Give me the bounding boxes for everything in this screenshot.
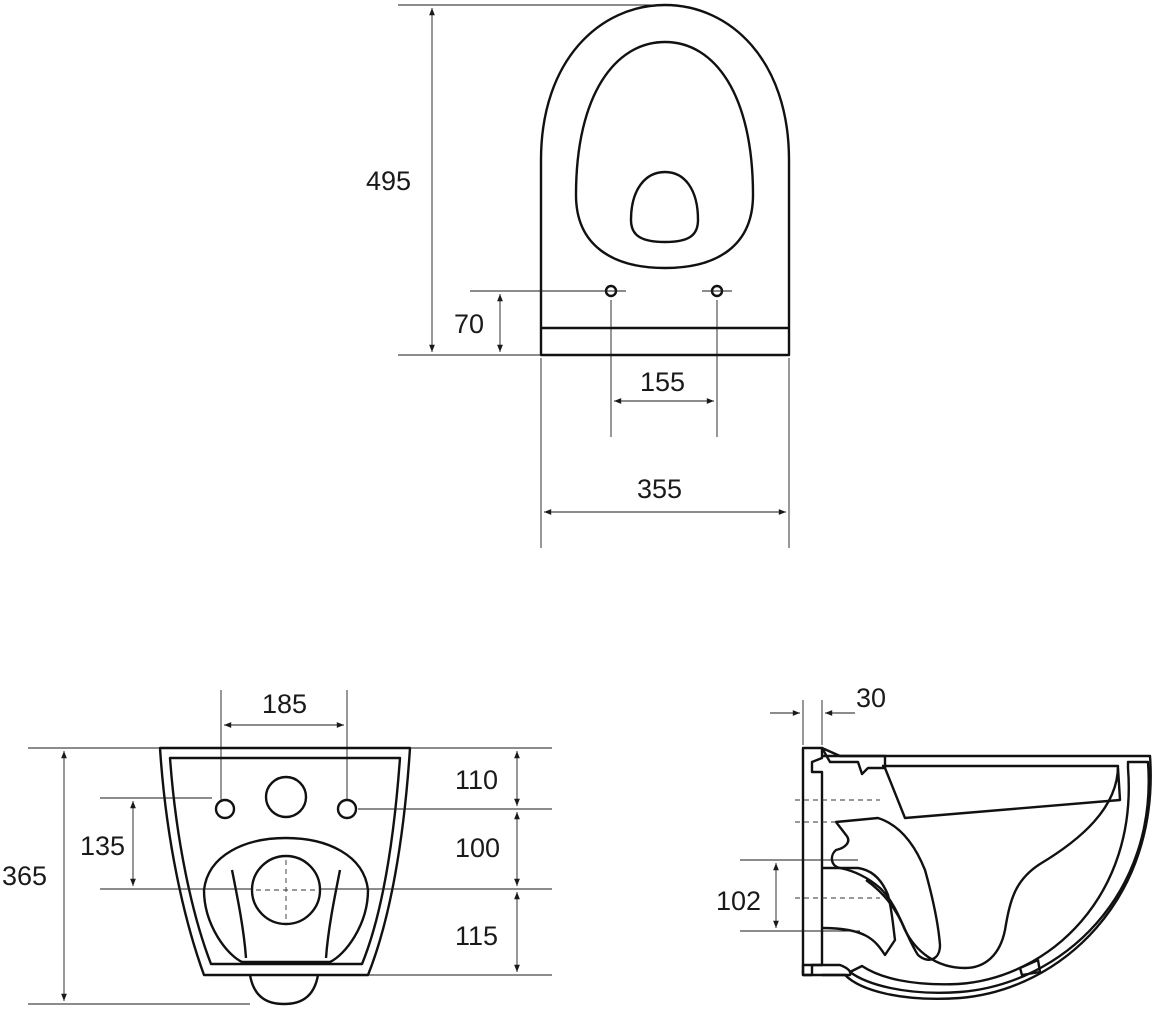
dim-length-label: 495 <box>366 166 411 196</box>
bowl-inner-surface <box>865 764 1120 970</box>
rim-section-rear <box>820 746 887 776</box>
drain-opening <box>629 170 700 244</box>
outlet-spigot <box>248 974 320 1006</box>
outlet-opening <box>250 854 322 926</box>
dim-total-height-label: 365 <box>2 861 47 891</box>
inlet-opening <box>264 775 308 819</box>
dim-wall-thickness-label: 30 <box>856 683 886 713</box>
back-inner-outline <box>168 756 402 966</box>
outlet-collar <box>202 836 370 964</box>
dim-segment-middle-label: 100 <box>455 833 500 863</box>
bowl-outer-shell <box>822 754 1152 1000</box>
bowl-inner-outline <box>574 40 755 270</box>
front-foot-section <box>1018 958 1042 977</box>
dim-top-holes-label: 185 <box>262 689 307 719</box>
side-section: 30 102 <box>716 683 1152 1000</box>
back-outer-outline <box>158 746 412 977</box>
dim-segment-bottom-label: 115 <box>455 921 498 951</box>
dim-outlet-height-label: 102 <box>716 886 761 916</box>
dim-segment-top-label: 110 <box>455 765 498 795</box>
dim-hole-offset-label: 70 <box>454 309 484 339</box>
bottom-foot-section <box>801 963 852 977</box>
rear-wall-section <box>801 746 824 977</box>
dim-width-label: 355 <box>637 474 682 504</box>
dim-hole-spacing-label: 155 <box>640 367 685 397</box>
bowl-shell-section <box>848 760 1150 994</box>
dim-hole-outlet-label: 135 <box>80 831 125 861</box>
fixing-hole-right <box>336 798 358 820</box>
bowl-outer-outline <box>539 3 791 357</box>
trap-section <box>830 816 942 961</box>
top-view: 495 70 155 355 <box>366 3 791 548</box>
outlet-chamber <box>821 866 897 957</box>
back-view: 185 365 135 110 100 115 <box>2 689 552 1006</box>
fixing-hole-left <box>214 798 236 820</box>
